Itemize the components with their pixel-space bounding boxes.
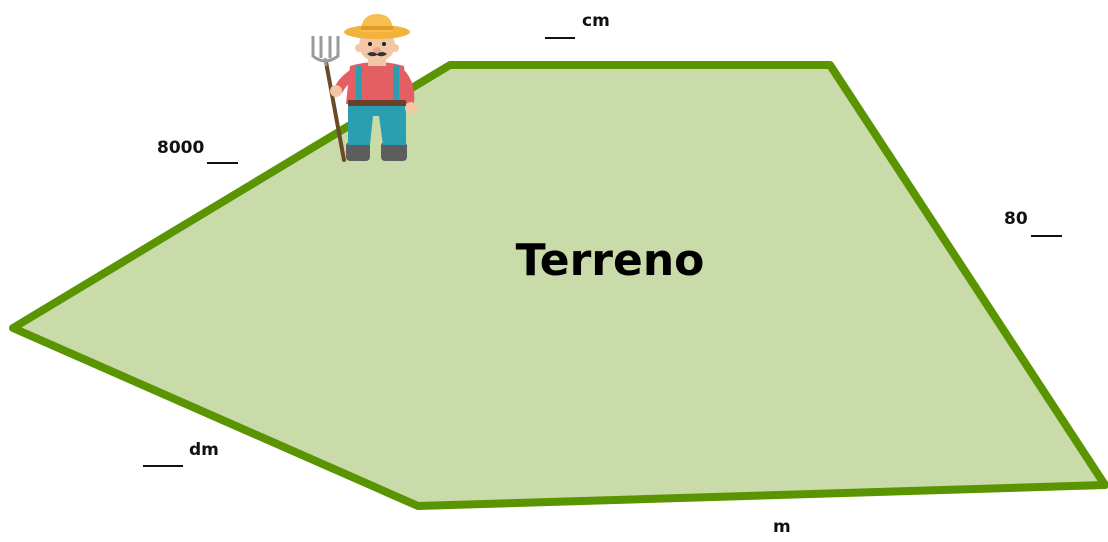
farmer-with-pitchfork-icon — [311, 14, 417, 162]
terrain-polygon — [9, 61, 1108, 510]
terrain-title: Terreno — [516, 235, 705, 286]
side-label-top-left: 8000 — [157, 138, 238, 164]
side-label-bottom: m — [773, 517, 791, 537]
side-unit: dm — [189, 440, 219, 460]
side-value: 80 — [1004, 209, 1028, 229]
side-label-right: 80 — [1004, 209, 1062, 237]
side-unit: m — [773, 517, 791, 537]
side-unit: cm — [582, 11, 610, 31]
side-value: 8000 — [157, 138, 204, 158]
side-label-bottom-left: dm — [143, 440, 219, 467]
side-label-top: cm — [545, 11, 610, 39]
